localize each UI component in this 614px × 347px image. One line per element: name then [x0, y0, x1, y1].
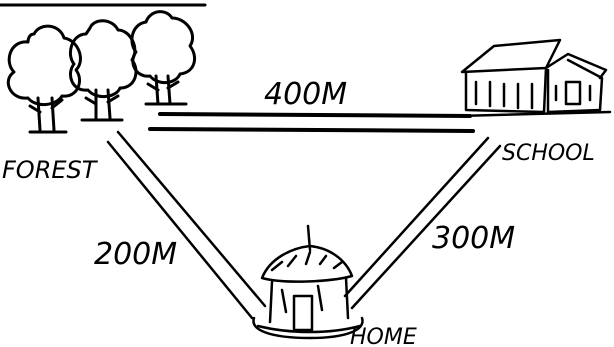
forest-label: FOREST — [2, 156, 99, 184]
distance-forest-school: 400M — [264, 77, 347, 112]
distance-school-home: 300M — [432, 221, 515, 256]
school-label: SCHOOL — [502, 141, 595, 166]
hut-icon — [253, 226, 362, 338]
school-building-icon — [458, 40, 610, 116]
home-label: HOME — [350, 325, 417, 347]
distance-forest-home: 200M — [94, 237, 177, 272]
path-forest-home — [108, 132, 265, 318]
path-forest-school — [150, 114, 473, 131]
